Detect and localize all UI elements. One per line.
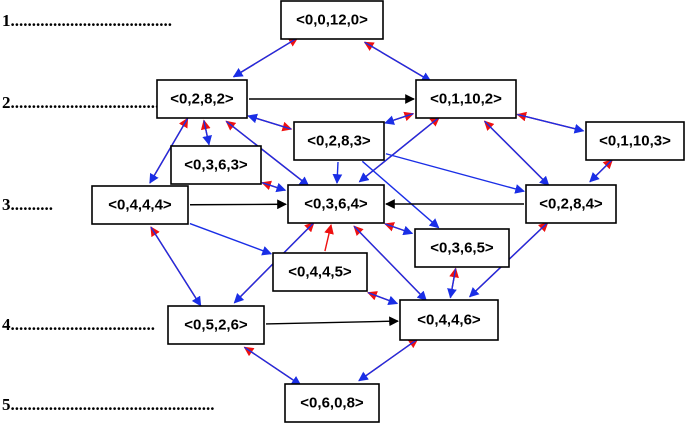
node-0-0-12-0[interactable]: <0,0,12,0> [280,0,384,40]
edge-blue [189,222,273,256]
level-2-label: 2.................................... [2,93,164,112]
edge-blue [353,225,427,302]
node-0-3-6-5[interactable]: <0,3,6,5> [414,228,510,268]
edge-blue [589,159,613,183]
node-label: <0,2,8,3> [307,133,371,150]
node-label: <0,3,6,3> [184,157,248,174]
nodes: <0,0,12,0> <0,2,8,2> <0,1,10,2> <0,2,8,3… [91,0,685,423]
node-0-4-4-4[interactable]: <0,4,4,4> [91,185,189,225]
node-0-4-4-6[interactable]: <0,4,4,6> [399,299,499,341]
edge-blue [332,161,343,184]
edge-blue [261,182,287,193]
edge-blue [385,153,526,194]
edge-blue [150,226,202,307]
level-1-label: 1...................................... [2,11,172,30]
node-label: <0,2,8,4> [539,196,603,213]
node-label: <0,1,10,2> [430,91,502,108]
level-5-label: 5.......................................… [2,395,215,414]
edge-blue [384,113,414,125]
edge-blue [367,291,399,306]
node-label: <0,4,4,6> [417,312,481,329]
node-0-5-2-6[interactable]: <0,5,2,6> [167,305,265,345]
node-0-3-6-3[interactable]: <0,3,6,3> [170,145,262,185]
edge-blue [447,268,457,299]
node-0-4-4-5[interactable]: <0,4,4,5> [272,252,368,292]
node-label: <0,4,4,4> [108,197,172,214]
edge-blue [361,160,440,229]
node-label: <0,6,0,8> [300,395,364,412]
level-3-label: 3.......... [2,195,53,214]
level-labels: 1...................................... … [2,11,215,414]
edge-blue [232,37,299,78]
edge-blue [202,120,212,146]
edge-blue [384,223,414,236]
node-0-1-10-2[interactable]: <0,1,10,2> [415,79,517,119]
edge-blue [225,120,310,187]
edge-blue [364,41,432,82]
edge-blue [244,346,302,386]
node-0-2-8-4[interactable]: <0,2,8,4> [525,184,617,224]
node-label: <0,5,2,6> [184,317,248,334]
edge-blue [247,113,292,130]
node-label: <0,1,10,3> [599,133,671,150]
node-0-2-8-2[interactable]: <0,2,8,2> [156,79,248,119]
edge-blue [358,338,419,382]
node-label: <0,4,4,5> [288,264,352,281]
node-label: <0,3,6,4> [304,196,368,213]
node-label: <0,3,6,5> [430,240,494,257]
level-4-label: 4.................................. [2,315,155,334]
edge-red [324,223,334,252]
node-0-1-10-3[interactable]: <0,1,10,3> [585,121,685,161]
edge-blue [484,120,550,187]
edge-black [265,316,399,327]
node-label: <0,0,12,0> [296,12,368,29]
node-label: <0,2,8,2> [170,91,234,108]
edge-blue [149,118,189,184]
edge-blue [517,113,585,134]
node-0-6-0-8[interactable]: <0,6,0,8> [284,383,380,423]
node-0-3-6-4[interactable]: <0,3,6,4> [287,184,385,224]
node-0-2-8-3[interactable]: <0,2,8,3> [293,121,385,161]
